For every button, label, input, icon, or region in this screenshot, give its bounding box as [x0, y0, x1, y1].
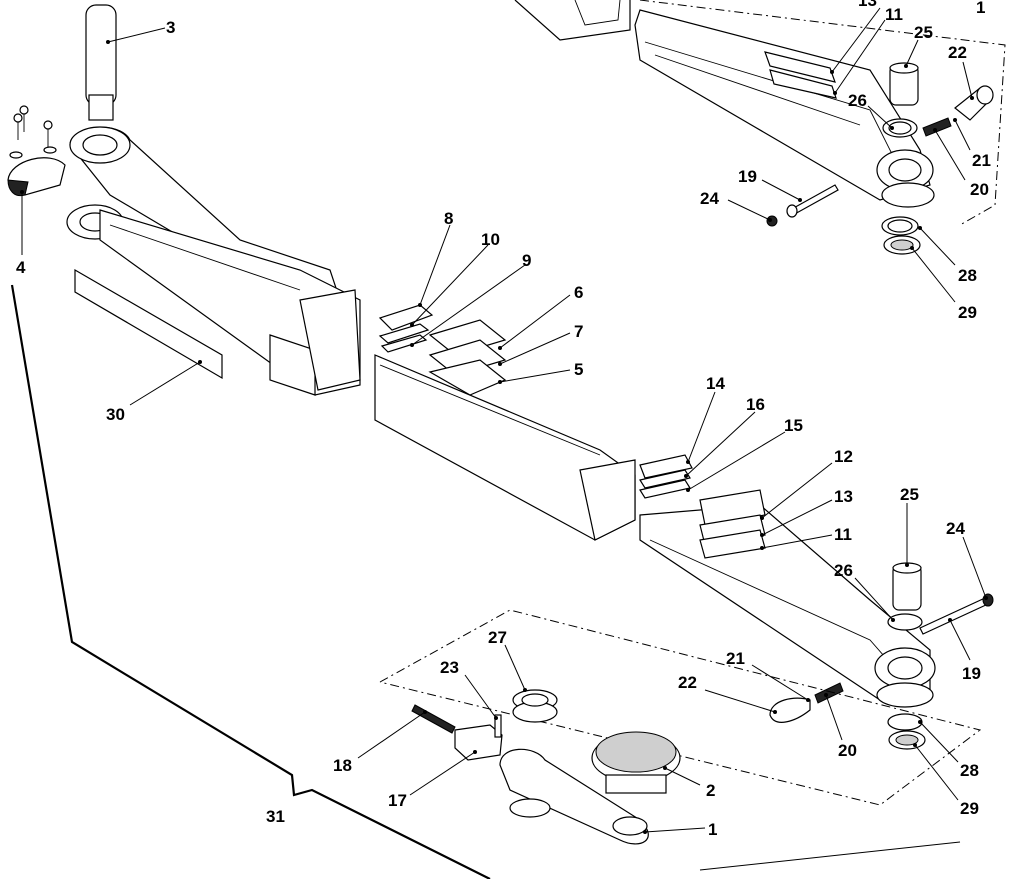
label-part-30: 30: [106, 405, 125, 424]
label-part-19-top: 19: [738, 167, 757, 186]
assembly-boundary-line: [10, 284, 491, 879]
label-part-29: 29: [960, 799, 979, 818]
label-part-1-top: 1: [976, 0, 985, 17]
dashed-boundary-bottom: [379, 609, 982, 806]
label-part-2: 2: [706, 781, 715, 800]
label-part-22-top: 22: [948, 43, 967, 62]
label-part-7: 7: [574, 322, 583, 341]
label-part-1: 1: [708, 820, 717, 839]
assembly-boundary-line-right: [699, 841, 961, 871]
upper-arm-assembly: [634, 9, 994, 255]
label-part-25-top: 25: [914, 23, 933, 42]
label-part-19: 19: [962, 664, 981, 683]
label-part-16: 16: [746, 395, 765, 414]
label-part-4: 4: [16, 258, 26, 277]
part-labels: 3 4 30 31 8 10 9 6 7 5 1 13 11 25 22 26 …: [16, 0, 991, 839]
label-part-15: 15: [784, 416, 803, 435]
label-part-28-top: 28: [958, 266, 977, 285]
leader-dots: [20, 40, 988, 834]
label-part-11-top: 11: [885, 5, 903, 24]
label-part-20-top: 20: [970, 180, 989, 199]
label-part-3: 3: [166, 18, 175, 37]
label-part-24-top: 24: [700, 189, 719, 208]
label-part-11: 11: [834, 525, 852, 544]
label-part-21: 21: [726, 649, 745, 668]
middle-extension-assembly: [374, 304, 636, 541]
label-part-14: 14: [706, 374, 725, 393]
label-part-31: 31: [266, 807, 285, 826]
label-part-26-top: 26: [848, 91, 867, 110]
label-part-22: 22: [678, 673, 697, 692]
leader-lines: [21, 7, 987, 833]
label-part-27: 27: [488, 628, 507, 647]
label-part-26: 26: [834, 561, 853, 580]
label-part-17: 17: [388, 791, 407, 810]
label-part-13-top: 13: [858, 0, 877, 10]
left-arm-assembly: [7, 4, 361, 396]
label-part-21-top: 21: [972, 151, 991, 170]
label-part-20: 20: [838, 741, 857, 760]
label-part-9: 9: [522, 251, 531, 270]
label-part-23: 23: [440, 658, 459, 677]
label-part-12: 12: [834, 447, 853, 466]
label-part-28: 28: [960, 761, 979, 780]
label-part-5: 5: [574, 360, 583, 379]
label-part-24: 24: [946, 519, 965, 538]
label-part-10: 10: [481, 230, 500, 249]
label-part-13: 13: [834, 487, 853, 506]
label-part-29-top: 29: [958, 303, 977, 322]
label-part-8: 8: [444, 209, 453, 228]
label-part-18: 18: [333, 756, 352, 775]
label-part-6: 6: [574, 283, 583, 302]
upper-tube-fragment: [514, 0, 631, 41]
label-part-25: 25: [900, 485, 919, 504]
foot-pad-assembly: [411, 689, 681, 845]
lower-arm-assembly: [639, 454, 994, 750]
